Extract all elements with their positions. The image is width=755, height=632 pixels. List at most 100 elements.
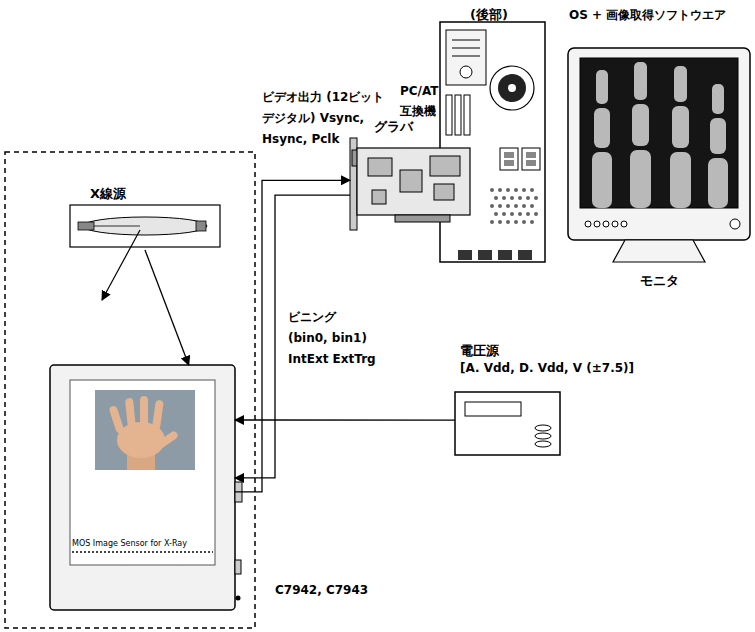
pc-tower — [506, 220, 510, 224]
enclosure-dashed — [5, 152, 255, 628]
pc-tower — [506, 188, 510, 192]
pc-tower — [526, 212, 530, 216]
pc-tower — [514, 220, 518, 224]
pc-tower — [490, 188, 494, 192]
node-text: MOS Image Sensor for X-Ray — [72, 539, 187, 548]
pc-tower — [526, 196, 530, 200]
pc-tower — [498, 74, 526, 102]
monitor — [596, 70, 608, 104]
pc-tower — [502, 196, 506, 200]
monitor — [672, 106, 689, 148]
sensor-housing — [235, 560, 241, 574]
monitor: OS + 画像取得ソフトウエアモニタ — [565, 4, 753, 290]
sensor-housing — [108, 405, 124, 434]
pc-tower — [518, 250, 532, 260]
node-text: PC/AT 互換機 — [400, 84, 439, 118]
image-sensor: MOS Image Sensor for X-RayC7942, C7943 — [50, 365, 235, 610]
xray-tube — [83, 217, 207, 235]
pc-tower — [498, 250, 512, 260]
grabber-card — [400, 170, 422, 192]
node-text: 電圧源 — [460, 343, 499, 358]
pc-tower — [460, 66, 472, 78]
pc-tower — [446, 95, 452, 135]
pc-tower — [514, 204, 518, 208]
pc-tower — [508, 84, 516, 92]
xray-beam — [102, 230, 140, 300]
pc-tower — [452, 48, 480, 49]
xray-source: X線源 — [70, 183, 220, 250]
sensor-housing — [155, 430, 179, 450]
pc-tower — [446, 30, 486, 85]
node-text: [A. Vdd, D. Vdd, V (±7.5)] — [460, 361, 634, 375]
signal-connector — [235, 419, 455, 420]
pc-tower — [530, 188, 534, 192]
pc-tower — [464, 95, 470, 135]
grabber-card: グラバ — [350, 138, 472, 230]
voltage-source — [455, 392, 560, 455]
pc-tower — [504, 152, 514, 158]
pc-tower — [498, 188, 502, 192]
monitor — [585, 221, 591, 227]
pc-tower — [530, 204, 534, 208]
monitor — [592, 62, 728, 208]
pc-tower — [514, 188, 518, 192]
sensor-housing — [140, 396, 148, 430]
pc-tower — [506, 204, 510, 208]
monitor — [568, 48, 750, 240]
pc-tower — [510, 212, 514, 216]
xray-beam — [102, 230, 140, 300]
voltage-source: 電圧源[A. Vdd, D. Vdd, V (±7.5)] — [455, 340, 630, 456]
sensor-housing — [95, 390, 195, 470]
monitor — [613, 240, 705, 262]
node-text: (後部) — [470, 7, 508, 22]
pc-tower — [452, 40, 480, 41]
monitor — [630, 150, 651, 208]
xray-tube — [196, 221, 206, 231]
pc-tower — [502, 212, 506, 216]
xray-tube — [70, 205, 220, 247]
pc-tower — [490, 188, 538, 224]
pc-tower — [522, 204, 526, 208]
monitor — [634, 62, 647, 100]
signal-label: ビデオ出力 (12ビットデジタル) Vsync, Hsync, Pclk — [262, 90, 384, 146]
xray-tube — [94, 226, 140, 227]
grabber-card — [434, 184, 454, 200]
pc-tower — [490, 66, 534, 110]
node-text: X線源 — [90, 186, 126, 201]
xray-tube — [70, 205, 220, 247]
pc-tower — [518, 212, 522, 216]
pc-tower — [452, 56, 480, 57]
pc-tower — [518, 196, 522, 200]
monitor — [632, 104, 649, 146]
voltage-source — [535, 425, 551, 431]
voltage-source — [465, 402, 521, 416]
pc-tower — [526, 152, 536, 158]
enclosure-dashed — [5, 152, 255, 628]
pc-tower — [455, 95, 461, 135]
pc-tower — [522, 188, 526, 192]
monitor — [708, 158, 728, 208]
sensor-housing — [70, 380, 215, 565]
monitor — [568, 48, 750, 262]
monitor — [585, 219, 740, 229]
pc-tower — [494, 212, 498, 216]
monitor — [612, 221, 618, 227]
pc-tower — [526, 160, 536, 166]
signal-label: ビニング (bin0, bin1) IntExt ExtTrg — [288, 310, 376, 366]
grabber-card — [372, 190, 386, 204]
monitor — [603, 221, 609, 227]
sensor-housing — [236, 596, 241, 601]
monitor — [594, 221, 600, 227]
monitor — [580, 58, 738, 208]
grabber-card — [357, 148, 470, 215]
sensor-housing — [50, 365, 242, 610]
pc-tower — [498, 204, 502, 208]
pc-tower — [498, 220, 502, 224]
grabber-card — [430, 156, 460, 176]
signal-connector — [145, 250, 189, 365]
pc-tower: (後部) PC/AT 互換機 — [396, 4, 550, 276]
monitor — [674, 66, 687, 102]
grabber-card — [368, 158, 392, 176]
monitor — [710, 118, 726, 154]
